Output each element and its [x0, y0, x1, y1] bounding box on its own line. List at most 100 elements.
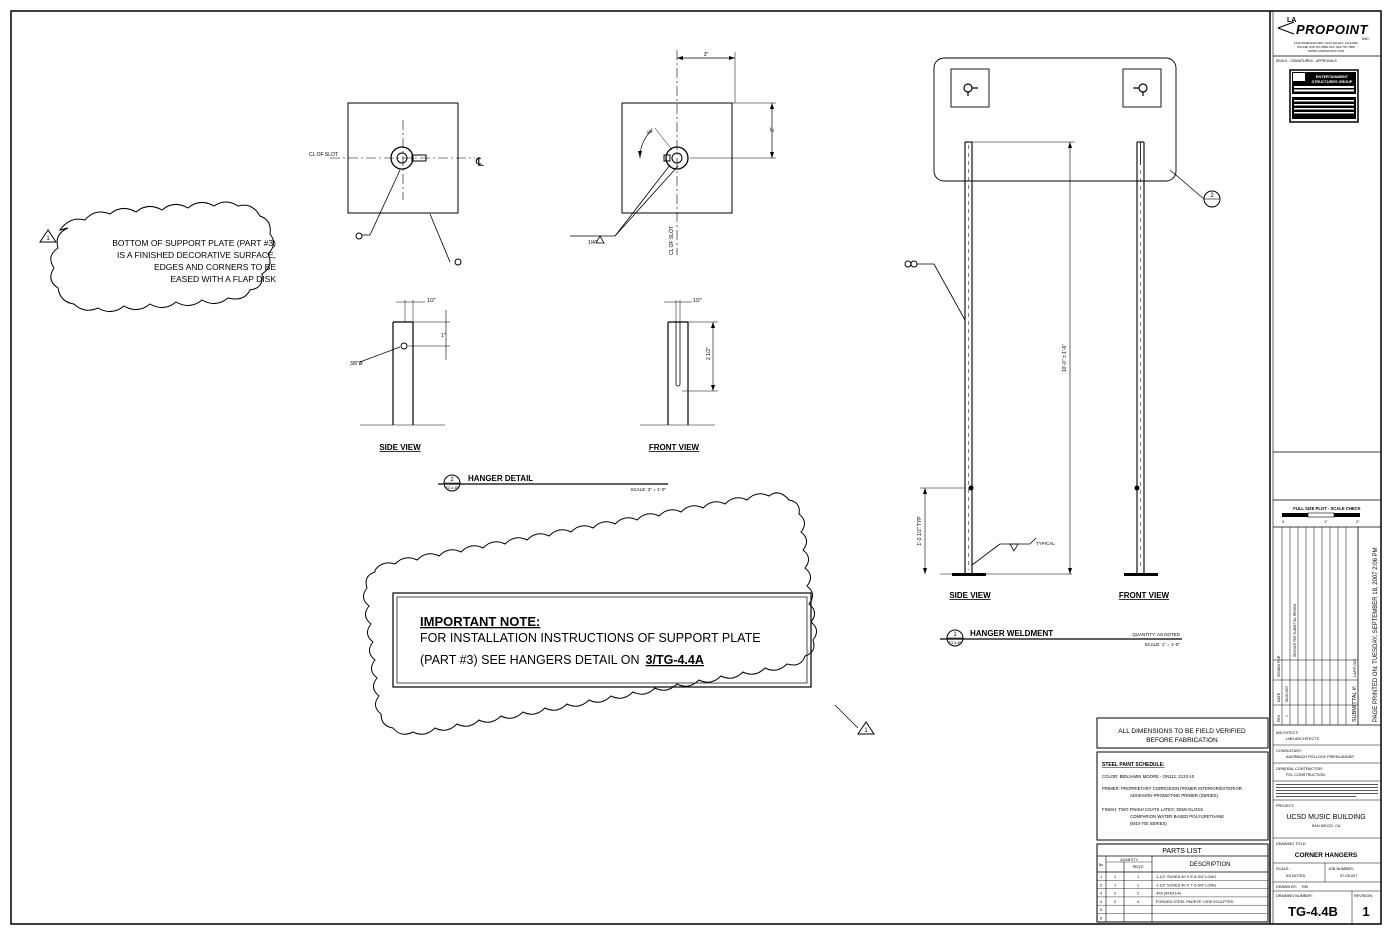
svg-text:SCALE: 1" = 1'-0": SCALE: 1" = 1'-0"	[1145, 642, 1181, 647]
svg-text:QUANTITY: AS NOTED: QUANTITY: AS NOTED	[1132, 632, 1181, 637]
svg-text:1: 1	[46, 236, 50, 242]
svg-text:SEALS - SIGNATURES - APPROVALS: SEALS - SIGNATURES - APPROVALS	[1276, 59, 1337, 63]
title-block: LA PROPOINT INC. 1611 MARKHAM WAY, SUN V…	[1273, 17, 1381, 924]
svg-text:TG-4.4B: TG-4.4B	[445, 486, 459, 490]
svg-text:COMPARION WATER BASED POLYURET: COMPARION WATER BASED POLYURETHANE	[1130, 814, 1224, 819]
svg-text:TYPICAL: TYPICAL	[1036, 541, 1055, 546]
parts-list-cell: 4	[1137, 900, 1139, 904]
drawing-revision: 1	[1362, 904, 1369, 919]
svg-text:2: 2	[1210, 193, 1214, 199]
svg-text:SCALE:: SCALE:	[1276, 867, 1290, 871]
important-note-cloud: IMPORTANT NOTE: FOR INSTALLATION INSTRUC…	[363, 492, 875, 735]
parts-list-cell: 1	[1100, 875, 1102, 879]
svg-text:PHONE: 818-767-6800 FAX: 818-7: PHONE: 818-767-6800 FAX: 818-767-7800	[1297, 45, 1355, 49]
svg-text:SCALE: 3" = 1'-0": SCALE: 3" = 1'-0"	[631, 487, 667, 492]
parts-list-cell: 5	[1100, 908, 1102, 912]
parts-list-cell: 1-1/2" SCHED 40 X 9'-8-3/4" LONG	[1156, 875, 1216, 879]
svg-text:1/4": 1/4"	[588, 240, 597, 246]
svg-text:GENERAL CONTRACTOR:: GENERAL CONTRACTOR:	[1276, 767, 1323, 771]
revision-delta-icon	[857, 721, 875, 735]
revision-delta-icon	[39, 229, 57, 243]
company-logo: LA PROPOINT INC. 1611 MARKHAM WAY, SUN V…	[1277, 17, 1370, 53]
copyright-fine-print	[1276, 784, 1378, 797]
print-timestamp: PAGE PRINTED ON: TUESDAY, SEPTEMBER 18, …	[1373, 547, 1379, 722]
svg-text:1611 MARKHAM WAY, SUN VALLEY,: 1611 MARKHAM WAY, SUN VALLEY, CA 91352	[1294, 41, 1358, 45]
plot-scale-bar: 0 1" 2"	[1282, 512, 1360, 524]
svg-text:ALL DIMENSIONS TO BE FIELD VER: ALL DIMENSIONS TO BE FIELD VERIFIED	[1118, 728, 1246, 735]
parts-list-cell: 1-1/2" SCHED 40 X 7'-5-3/4" LONG	[1156, 883, 1216, 887]
svg-text:DATE: DATE	[1277, 692, 1281, 702]
svg-text:REV: REV	[1277, 714, 1281, 722]
revision-table: REV DATE ISSUED FOR 1 08-05-2007 REVISED…	[1273, 527, 1379, 725]
svg-text:REVISED PER SUBMITTAL REVIEW: REVISED PER SUBMITTAL REVIEW	[1293, 604, 1297, 657]
svg-text:45°: 45°	[646, 127, 656, 136]
svg-text:1: 1	[864, 728, 868, 734]
svg-text:LAPP-007: LAPP-007	[1352, 658, 1357, 677]
svg-text:QUANTITY: QUANTITY	[1120, 858, 1138, 862]
support-plate-view-left: CL OF SLOT ℄	[309, 102, 484, 266]
parts-list-cell: 2	[1137, 892, 1139, 896]
svg-text:CL OF SLOT: CL OF SLOT	[669, 226, 675, 255]
parts-list-cell: 2	[1114, 900, 1116, 904]
svg-text:COLOR: BENJAMIN MOORE - ON112;: COLOR: BENJAMIN MOORE - ON112; 2133-10	[1102, 774, 1195, 779]
finish-note-line-1: BOTTOM OF SUPPORT PLATE (PART #3)	[112, 238, 276, 248]
drawing-title: CORNER HANGERS	[1295, 852, 1358, 859]
cl-slot-label: CL OF SLOT	[309, 152, 338, 158]
hanger-weldment-front-view: FRONT VIEW	[1119, 141, 1170, 600]
parts-list-cell: 1	[1137, 875, 1139, 879]
svg-text:1/2": 1/2"	[693, 298, 702, 304]
finish-note-line-4: EASED WITH A FLAP DISK	[170, 274, 276, 284]
hanger-detail-side-view: 1/2" 1" 3/8"Ø SIDE VIEW	[350, 298, 450, 452]
svg-text:SUBMITTAL #:: SUBMITTAL #:	[1352, 685, 1358, 722]
svg-text:ISSUED FOR: ISSUED FOR	[1277, 655, 1281, 677]
svg-text:AUERBACH POLLOCK FRIEDLANDER: AUERBACH POLLOCK FRIEDLANDER	[1286, 755, 1354, 759]
important-note-heading: IMPORTANT NOTE:	[420, 614, 540, 629]
sheet-border	[10, 10, 1382, 925]
parts-list-cell: 1	[1137, 883, 1139, 887]
svg-text:DRAWING NUMBER:: DRAWING NUMBER:	[1276, 894, 1313, 898]
svg-text:PRIMER: PROPRIETARY CORROSION: PRIMER: PROPRIETARY CORROSION PRIMER INT…	[1102, 786, 1242, 791]
svg-text:08-05-2007: 08-05-2007	[1285, 685, 1289, 702]
engineer-seal: ENTERTAINMENT STRUCTURES GROUP	[1289, 69, 1359, 123]
svg-text:ARCHITECT:: ARCHITECT:	[1276, 731, 1298, 735]
svg-text:CONSULTANT:: CONSULTANT:	[1276, 749, 1302, 753]
svg-text:2 1/2": 2 1/2"	[706, 347, 712, 360]
svg-text:No: No	[1099, 863, 1104, 867]
front-view-label: FRONT VIEW	[649, 443, 700, 452]
parts-list-cell: 1	[1114, 883, 1116, 887]
svg-text:ENTERTAINMENT: ENTERTAINMENT	[1316, 75, 1349, 79]
svg-text:SAN DIEGO, CA: SAN DIEGO, CA	[1312, 824, 1341, 828]
part-callout-bubble	[355, 232, 363, 240]
svg-text:1: 1	[1285, 715, 1289, 717]
svg-text:LMN ARCHITECTS: LMN ARCHITECTS	[1286, 737, 1320, 741]
parts-list-cell: 1	[1114, 875, 1116, 879]
weldment-side-view-label: SIDE VIEW	[949, 591, 991, 600]
finish-note-line-3: EDGES AND CORNERS TO BE	[154, 262, 276, 272]
svg-text:JOB NUMBER:: JOB NUMBER:	[1328, 867, 1354, 871]
svg-text:RM: RM	[1302, 885, 1308, 889]
parts-list-cell: 6	[1100, 917, 1102, 921]
svg-text:PROPOINT: PROPOINT	[1296, 22, 1368, 37]
svg-text:LA: LA	[1287, 17, 1296, 24]
important-note-line-1: FOR INSTALLATION INSTRUCTIONS OF SUPPORT…	[420, 631, 761, 645]
plot-scale-label: FULL SIZE PLOT - SCALE CHECK	[1293, 506, 1360, 511]
svg-text:PROJECT:: PROJECT:	[1276, 804, 1294, 808]
hanger-weldment-title-text: HANGER WELDMENT	[970, 629, 1053, 638]
finish-cloud-note: BOTTOM OF SUPPORT PLATE (PART #3) IS A F…	[39, 201, 276, 312]
hanger-weldment-title: 1 TG-4.4B HANGER WELDMENT QUANTITY: AS N…	[940, 629, 1182, 647]
svg-text:℄: ℄	[475, 155, 484, 169]
svg-text:1/2": 1/2"	[427, 298, 436, 304]
paint-schedule-heading: STEEL PAINT SCHEDULE:	[1102, 762, 1165, 768]
svg-text:0: 0	[1282, 519, 1285, 524]
hanger-detail-front-view: 1/2" 2 1/2" FRONT VIEW	[640, 298, 718, 452]
svg-text:DESCRIPTION: DESCRIPTION	[1189, 862, 1230, 868]
svg-text:FINISH: TWO FINISH COATS LATEX: FINISH: TWO FINISH COATS LATEX; SEMI-GLO…	[1102, 807, 1203, 812]
parts-rows: 1 1 1 1-1/2" SCHED 40 X 9'-8-3/4" LONG 2 1 1 1-…	[1097, 875, 1268, 922]
support-plate-view-right: 3" 3" 45° 1/4" CL OF SLOT	[570, 50, 776, 255]
svg-text:2: 2	[450, 477, 454, 483]
svg-text:(M43-700 SERIES): (M43-700 SERIES)	[1130, 821, 1167, 826]
weldment-front-view-label: FRONT VIEW	[1119, 591, 1170, 600]
parts-list-cell: 2	[1114, 892, 1116, 896]
